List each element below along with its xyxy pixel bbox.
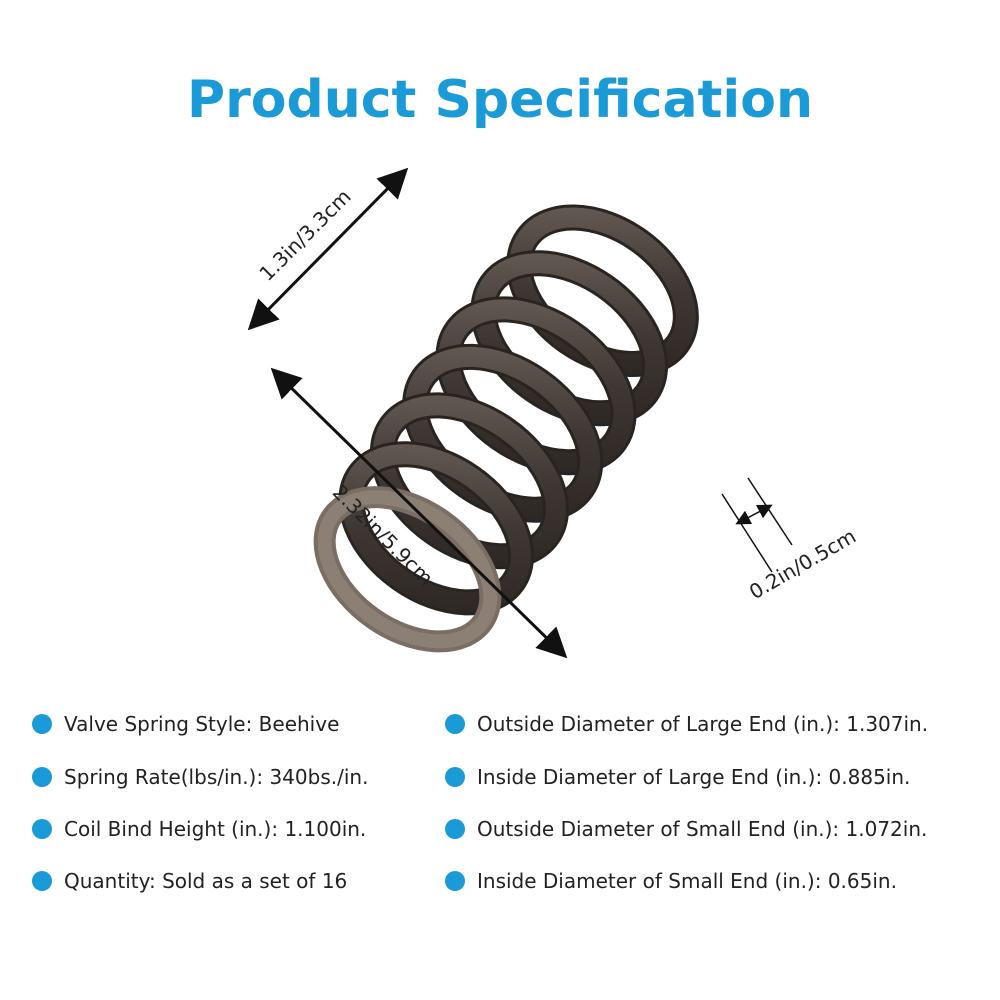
bullet-icon xyxy=(32,714,52,734)
spec-text: Quantity: Sold as a set of 16 xyxy=(64,869,348,893)
wire-label: 0.2in/0.5cm xyxy=(745,524,860,604)
wire-arrow xyxy=(735,504,773,525)
spec-text: Outside Diameter of Small End (in.): 1.0… xyxy=(477,817,928,841)
bullet-icon xyxy=(32,819,52,839)
wire-extension-line xyxy=(747,477,793,546)
spec-text: Outside Diameter of Large End (in.): 1.3… xyxy=(477,712,929,736)
spec-item: Quantity: Sold as a set of 16 xyxy=(32,869,347,893)
wire-extension-line xyxy=(721,493,773,573)
spec-item: Inside Diameter of Small End (in.): 0.65… xyxy=(445,869,897,893)
spec-text: Coil Bind Height (in.): 1.100in. xyxy=(64,817,367,841)
bullet-icon xyxy=(445,714,465,734)
spec-item: Coil Bind Height (in.): 1.100in. xyxy=(32,817,366,841)
bullet-icon xyxy=(445,819,465,839)
spec-item: Outside Diameter of Large End (in.): 1.3… xyxy=(445,712,928,736)
bullet-icon xyxy=(32,767,52,787)
spec-text: Valve Spring Style: Beehive xyxy=(64,712,340,736)
spec-text: Inside Diameter of Small End (in.): 0.65… xyxy=(477,869,897,893)
diameter-arrow xyxy=(247,167,409,331)
spec-text: Inside Diameter of Large End (in.): 0.88… xyxy=(477,765,911,789)
page-title: Product Specification xyxy=(187,70,813,130)
bullet-icon xyxy=(445,767,465,787)
bullet-icon xyxy=(445,871,465,891)
spring-figure: 1.3in/3.3cm 2.32in/5.9cm 0.2in/0.5cm xyxy=(247,167,860,659)
spec-text: Spring Rate(lbs/in.): 340bs./in. xyxy=(64,765,369,789)
valve-spring-image xyxy=(313,204,699,653)
spec-item: Outside Diameter of Small End (in.): 1.0… xyxy=(445,817,927,841)
bullet-icon xyxy=(32,871,52,891)
length-arrow xyxy=(270,367,568,659)
spec-item: Valve Spring Style: Beehive xyxy=(32,712,339,736)
spec-item: Spring Rate(lbs/in.): 340bs./in. xyxy=(32,765,368,789)
spec-item: Inside Diameter of Large End (in.): 0.88… xyxy=(445,765,910,789)
